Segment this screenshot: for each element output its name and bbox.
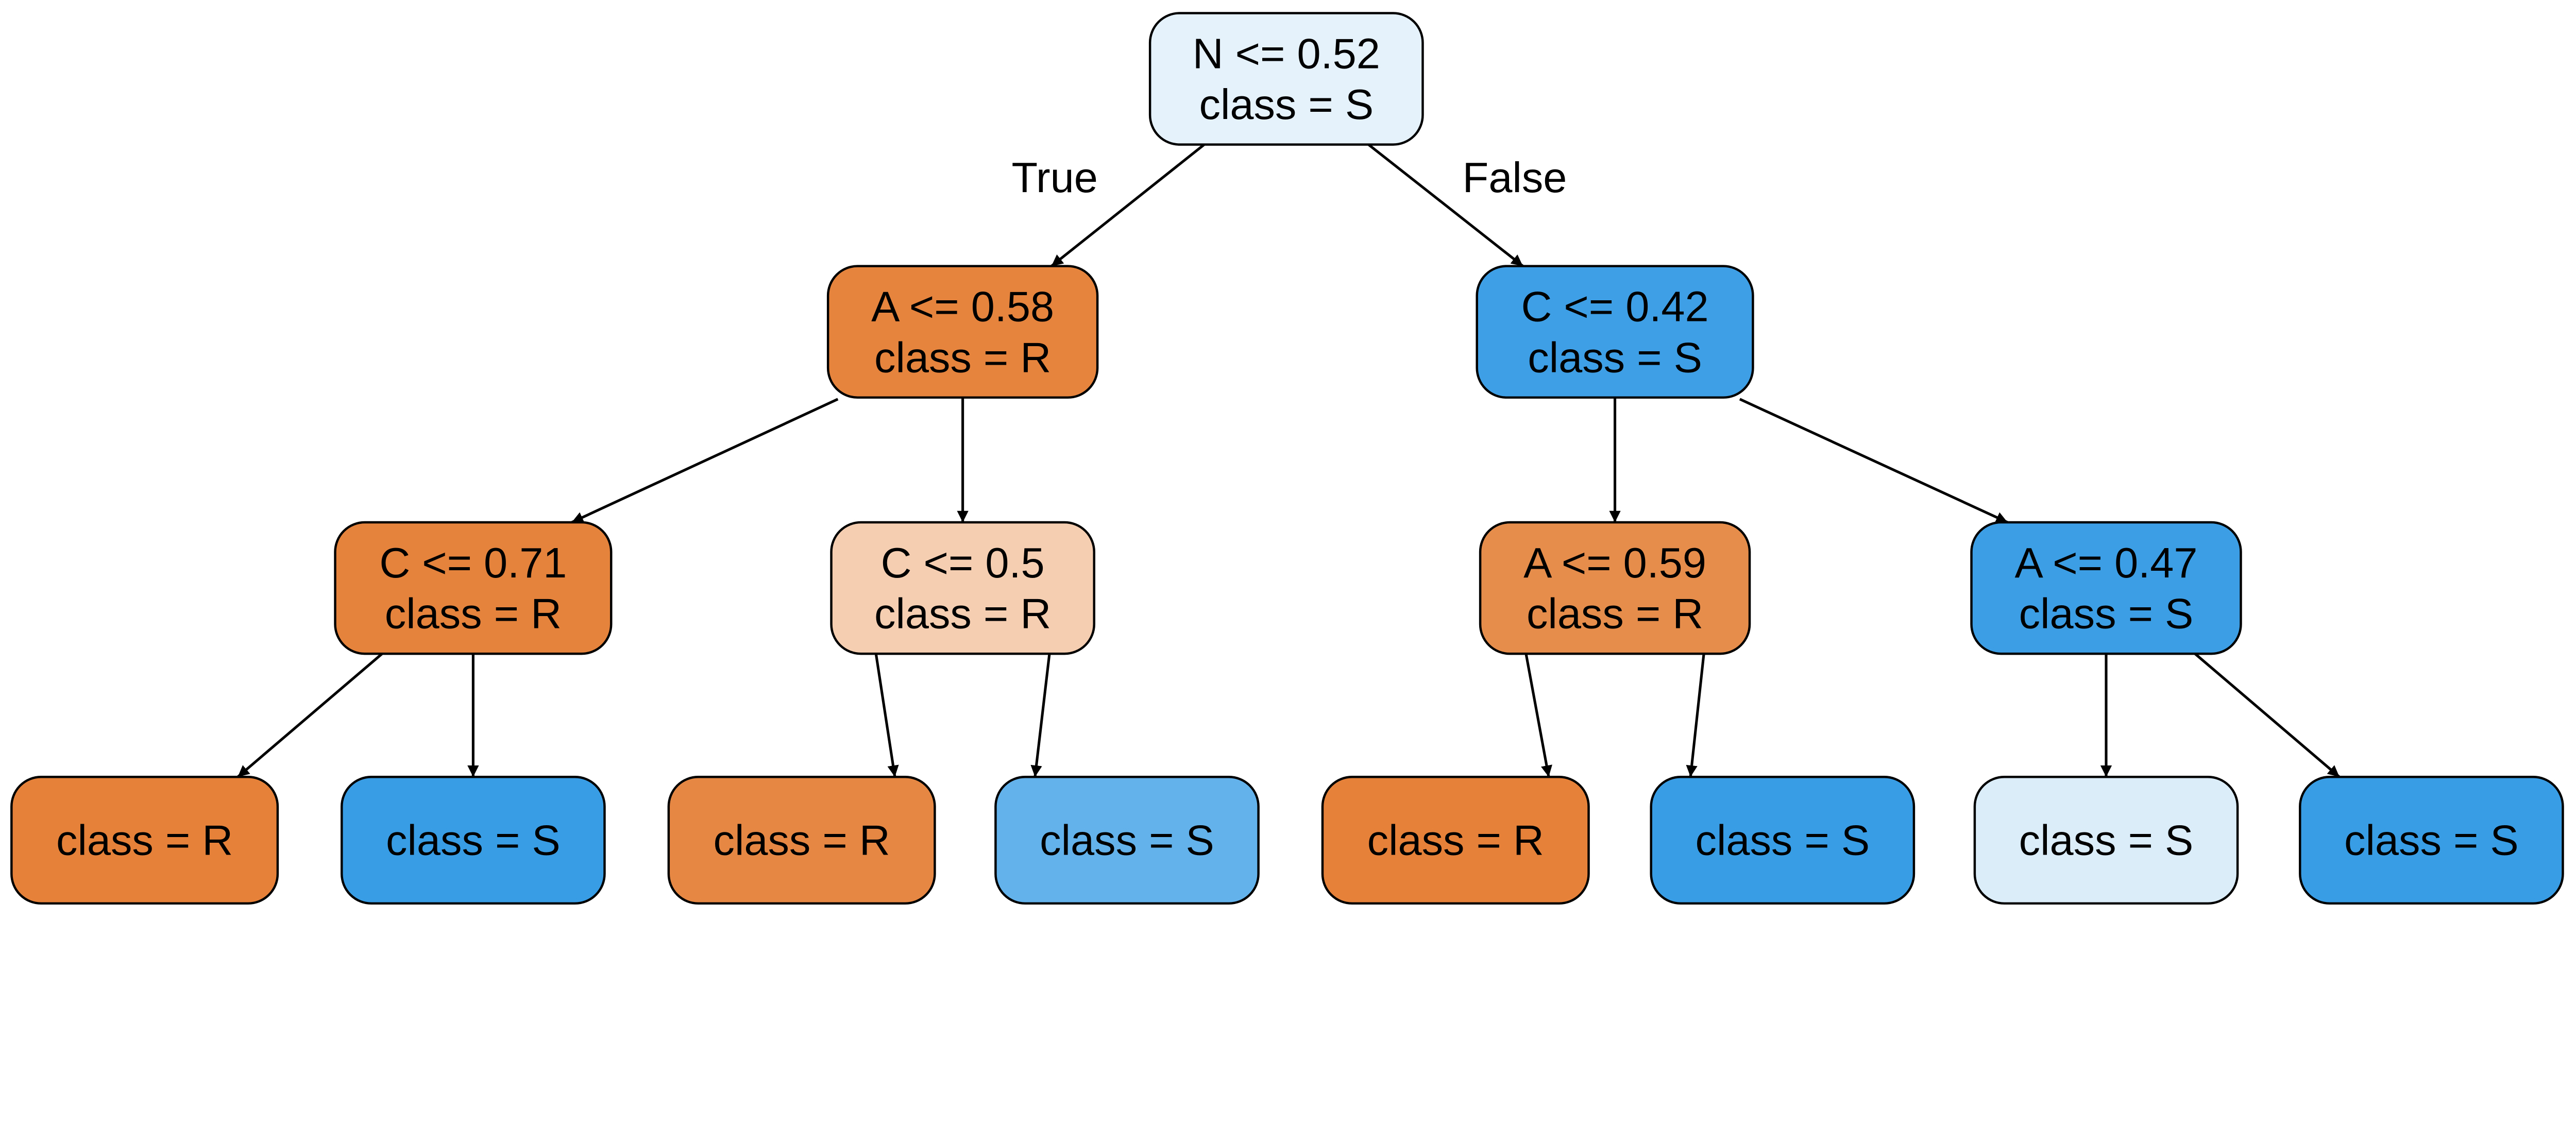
node-class: class = R	[874, 333, 1051, 381]
node-class: class = R	[714, 816, 890, 864]
node-class: class = S	[2344, 816, 2519, 864]
node-condition: A <= 0.58	[871, 282, 1054, 330]
node-box	[10, 776, 279, 905]
edge-arrow	[236, 653, 383, 778]
node-box	[1973, 776, 2239, 905]
node-class: class = S	[2019, 590, 2194, 638]
node-box	[994, 776, 1260, 905]
node-box	[1321, 776, 1590, 905]
node-box	[334, 521, 613, 655]
node-box	[1476, 265, 1754, 399]
leaf-node: class = R	[1321, 776, 1590, 905]
node-condition: N <= 0.52	[1193, 29, 1380, 77]
node-class: class = S	[2019, 816, 2194, 864]
node-class: class = R	[56, 816, 233, 864]
node-box	[830, 521, 1095, 655]
node-class: class = S	[386, 816, 561, 864]
leaf-node: class = R	[10, 776, 279, 905]
edge-label-false: False	[1463, 154, 1567, 201]
node-class: class = R	[1527, 590, 1703, 638]
node-class: class = S	[1696, 816, 1870, 864]
node-box	[2299, 776, 2564, 905]
node-condition: C <= 0.42	[1521, 282, 1709, 330]
leaf-node: class = R	[667, 776, 936, 905]
node-class: class = S	[1040, 816, 1214, 864]
edges-group: True False	[236, 143, 2341, 778]
leaf-node: class = S	[1650, 776, 1916, 905]
leaf-node: class = S	[341, 776, 606, 905]
node-class: class = R	[385, 590, 562, 638]
edge-arrow	[1739, 398, 2008, 524]
node-condition: A <= 0.47	[2015, 539, 2198, 587]
leaf-node: class = S	[994, 776, 1260, 905]
node-class: class = S	[1199, 80, 1374, 128]
node-box	[1650, 776, 1916, 905]
edge-arrow	[1030, 653, 1051, 777]
node-box	[1479, 521, 1751, 655]
leaf-node: class = S	[1973, 776, 2239, 905]
edge-arrow	[571, 398, 839, 524]
node-box	[667, 776, 936, 905]
node-class: class = R	[874, 590, 1051, 638]
node-box	[341, 776, 606, 905]
edge-arrow	[2194, 653, 2341, 778]
node-condition: C <= 0.5	[881, 539, 1045, 587]
edge-arrow	[1686, 653, 1705, 777]
node-class: class = S	[1528, 333, 1702, 381]
edge-label-true: True	[1012, 154, 1098, 201]
edge-arrow	[1524, 653, 1552, 777]
node-box	[1970, 521, 2242, 655]
node-box	[1148, 12, 1424, 146]
leaf-node: class = S	[2299, 776, 2564, 905]
node-box	[826, 265, 1099, 399]
edge-arrow	[874, 653, 899, 777]
node-class: class = R	[1367, 816, 1544, 864]
edge-arrow	[1050, 143, 1205, 267]
edge-arrow	[1367, 143, 1524, 267]
node-condition: A <= 0.59	[1523, 539, 1706, 587]
node-condition: C <= 0.71	[379, 539, 567, 587]
